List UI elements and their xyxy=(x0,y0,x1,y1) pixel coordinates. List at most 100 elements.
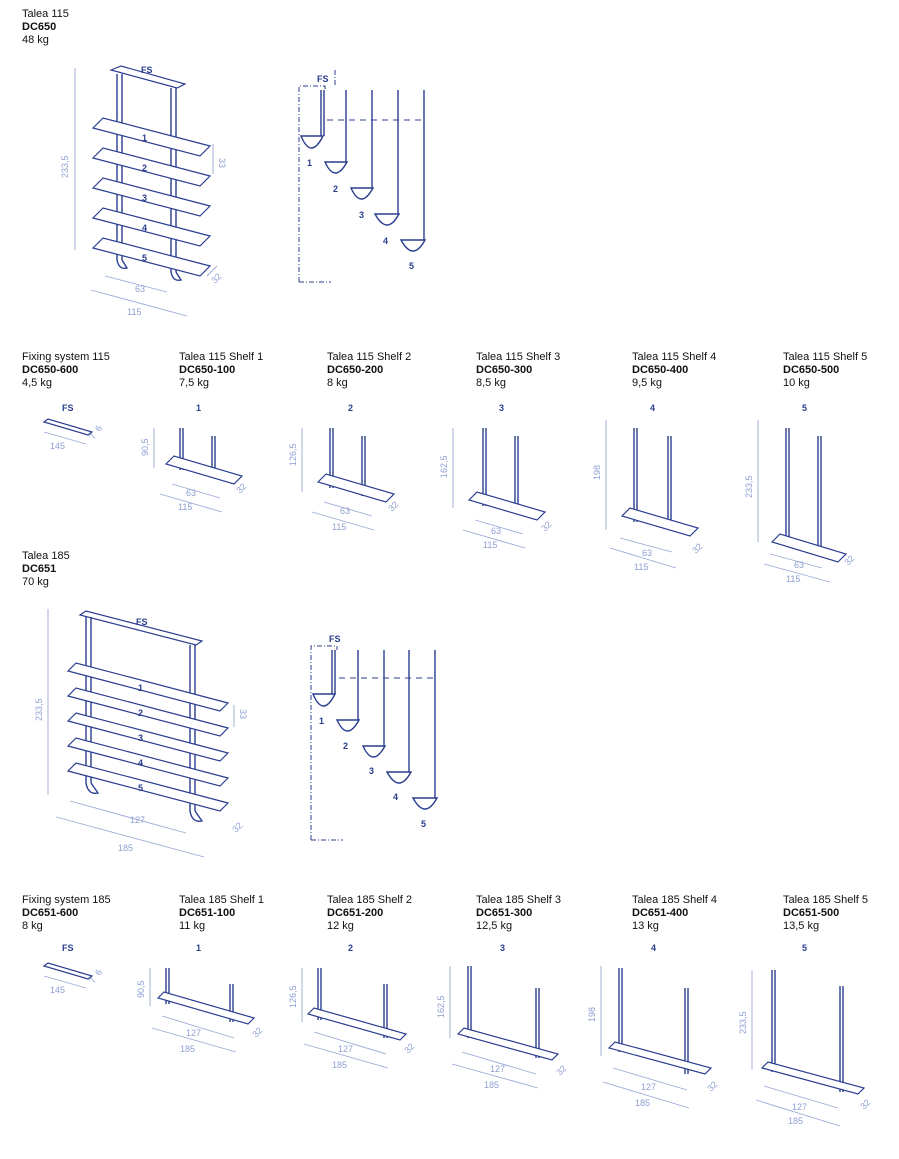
dim-height: 233,5 xyxy=(34,698,44,721)
component-fixing-system-185: Fixing system 185 DC651-600 8 kg xyxy=(22,894,111,933)
drawing-shelf-5-115: 5 233,5 63 115 32 xyxy=(744,403,856,584)
dim-height: 162,5 xyxy=(436,995,446,1018)
dim-depth: 32 xyxy=(539,519,553,533)
component-code: DC651-600 xyxy=(22,907,79,919)
shelf-tag: 4 xyxy=(650,403,655,413)
component-name: Fixing system 185 xyxy=(22,894,111,906)
fixing-bar xyxy=(109,65,187,89)
component-name: Talea 185 Shelf 5 xyxy=(783,894,869,906)
shelf-number: 5 xyxy=(138,783,143,793)
component-shelf-1-115: Talea 115 Shelf 1 DC650-100 7,5 kg xyxy=(179,351,263,390)
component-code: DC651-100 xyxy=(179,907,236,919)
shelf-number: 4 xyxy=(142,223,147,233)
dim-inner: 63 xyxy=(642,548,652,558)
component-code: DC651-200 xyxy=(327,907,384,919)
component-name: Fixing system 115 xyxy=(22,351,110,363)
drawing-fixing-system-185: FS 145 6 7 xyxy=(42,943,104,995)
component-weight: 8 kg xyxy=(327,377,348,389)
component-name: Talea 115 Shelf 4 xyxy=(632,351,717,363)
dim-width: 115 xyxy=(332,522,346,532)
shelf-number: 3 xyxy=(142,193,147,203)
dim-width: 145 xyxy=(50,441,65,451)
dim-inner: 63 xyxy=(794,560,804,570)
shelf-number: 1 xyxy=(319,716,324,726)
fs-label: FS xyxy=(317,74,329,84)
dim-inner: 63 xyxy=(340,506,350,516)
component-shelf-3-185: Talea 185 Shelf 3 DC651-300 12,5 kg xyxy=(476,894,561,933)
product-code: DC650 xyxy=(22,21,57,33)
shelf-number: 2 xyxy=(343,741,348,751)
dim-inner: 63 xyxy=(491,526,501,536)
shelf-number: 1 xyxy=(307,158,312,168)
shelf-tag: 1 xyxy=(196,403,201,413)
product-header-talea-185: Talea 185 DC651 70 kg xyxy=(22,550,70,589)
product-header-talea-115: Talea 115 DC650 48 kg xyxy=(22,8,69,47)
component-weight: 9,5 kg xyxy=(632,377,662,389)
product-code: DC651 xyxy=(22,563,57,575)
dim-width: 185 xyxy=(180,1044,195,1054)
drawing-shelf-2-115: 2 126,5 63 115 32 xyxy=(288,403,400,532)
drawing-talea-115-isometric: FS 1 2 3 4 5 233,5 33 63 115 32 xyxy=(60,65,227,317)
dim-height: 198 xyxy=(587,1007,597,1022)
dim-depth: 7 xyxy=(87,976,98,985)
shelf-number: 3 xyxy=(359,210,364,220)
dim-inner: 127 xyxy=(792,1102,807,1112)
dim-width: 185 xyxy=(484,1080,499,1090)
dim-width: 145 xyxy=(50,985,65,995)
component-shelf-2-115: Talea 115 Shelf 2 DC650-200 8 kg xyxy=(327,351,411,390)
shelf-tag: 2 xyxy=(348,943,353,953)
shelf-number: 4 xyxy=(393,792,398,802)
product-name: Talea 185 xyxy=(22,550,70,562)
component-shelf-3-115: Talea 115 Shelf 3 DC650-300 8,5 kg xyxy=(476,351,560,390)
shelf-number: 5 xyxy=(409,261,414,271)
dim-spacing: 33 xyxy=(217,158,227,168)
shelf-number: 2 xyxy=(333,184,338,194)
component-code: DC650-300 xyxy=(476,364,533,376)
component-weight: 11 kg xyxy=(179,920,206,932)
dim-depth: 32 xyxy=(230,820,244,834)
dim-inner: 127 xyxy=(641,1082,656,1092)
dim-depth: 32 xyxy=(705,1079,719,1093)
shelf-tag: 3 xyxy=(500,943,505,953)
dim-depth: 32 xyxy=(386,499,400,513)
shelf-tag: 3 xyxy=(499,403,504,413)
component-weight: 13,5 kg xyxy=(783,920,820,932)
dim-depth: 7 xyxy=(87,432,98,441)
dim-width: 115 xyxy=(178,502,192,512)
shelf-tag: 5 xyxy=(802,403,807,413)
component-shelf-4-185: Talea 185 Shelf 4 DC651-400 13 kg xyxy=(632,894,717,933)
component-code: DC651-300 xyxy=(476,907,533,919)
shelf-number: 3 xyxy=(138,733,143,743)
shelf-number: 2 xyxy=(142,163,147,173)
dim-inner: 63 xyxy=(186,488,196,498)
dim-width: 185 xyxy=(635,1098,650,1108)
dim-depth: 32 xyxy=(554,1063,568,1077)
drawing-talea-115-side: FS 1 2 3 4 5 xyxy=(298,70,427,283)
dim-height: 198 xyxy=(592,465,602,480)
shelf-number: 1 xyxy=(142,133,147,143)
component-code: DC650-500 xyxy=(783,364,840,376)
component-name: Talea 115 Shelf 3 xyxy=(476,351,561,363)
fs-label: FS xyxy=(62,403,74,413)
drawing-shelf-1-115: 1 90,5 63 115 32 xyxy=(140,403,248,513)
component-weight: 7,5 kg xyxy=(179,377,209,389)
drawing-talea-185-isometric: FS 1 2 3 4 5 233,5 33 127 185 32 xyxy=(34,609,248,858)
dim-width: 185 xyxy=(788,1116,803,1126)
component-weight: 4,5 kg xyxy=(22,377,52,389)
component-shelf-2-185: Talea 185 Shelf 2 DC651-200 12 kg xyxy=(327,894,412,933)
dim-width: 115 xyxy=(483,540,497,550)
dim-inner: 127 xyxy=(186,1028,201,1038)
drawing-shelf-5-185: 5 233,5 127 185 32 xyxy=(738,943,872,1127)
dim-height: 6 xyxy=(93,968,104,977)
component-weight: 12,5 kg xyxy=(476,920,513,932)
dim-depth: 32 xyxy=(250,1025,264,1039)
drawing-shelf-4-185: 4 198 127 185 32 xyxy=(587,943,719,1109)
dim-height: 90,5 xyxy=(136,980,146,998)
drawing-shelf-2-185: 2 126,5 127 185 32 xyxy=(288,943,416,1070)
dim-inner: 63 xyxy=(135,284,145,294)
component-name: Talea 115 Shelf 2 xyxy=(327,351,412,363)
dim-depth: 32 xyxy=(858,1097,872,1111)
dim-height: 233,5 xyxy=(738,1011,748,1034)
fs-label: FS xyxy=(62,943,74,953)
component-shelf-5-185: Talea 185 Shelf 5 DC651-500 13,5 kg xyxy=(783,894,868,933)
